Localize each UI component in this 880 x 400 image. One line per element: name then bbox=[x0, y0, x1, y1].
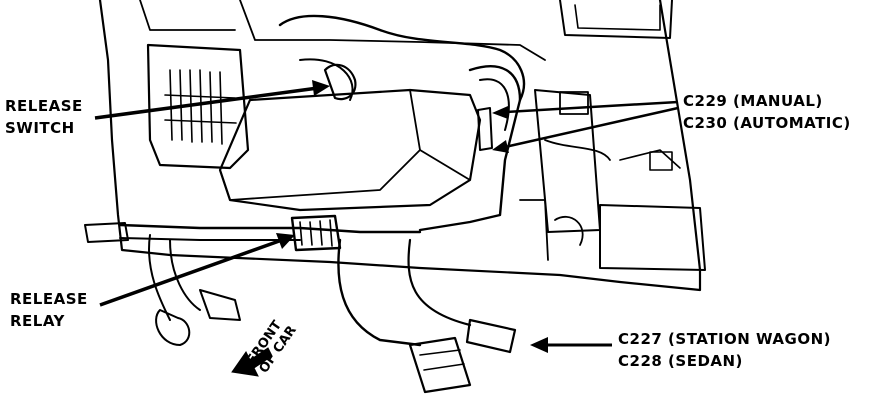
arrow-release-relay-line bbox=[99, 238, 283, 307]
label-release-switch-line1: RELEASE bbox=[5, 97, 83, 115]
arrow-release-relay-head bbox=[276, 233, 295, 249]
label-release-relay-line1: RELEASE bbox=[10, 290, 88, 308]
bottom-connector-right bbox=[465, 318, 517, 354]
label-connector-c229-c230: C229 (MANUAL) C230 (AUTOMATIC) bbox=[683, 90, 851, 134]
label-c228-sedan: C228 (SEDAN) bbox=[618, 352, 743, 370]
arrow-c229-line-1 bbox=[504, 100, 679, 114]
label-release-relay-line2: RELAY bbox=[10, 312, 65, 330]
label-c229-manual: C229 (MANUAL) bbox=[683, 92, 823, 110]
label-c227-station-wagon: C227 (STATION WAGON) bbox=[618, 330, 832, 348]
arrow-c227-head bbox=[530, 337, 548, 353]
arrow-release-switch-head bbox=[312, 80, 330, 96]
front-of-car-indicator: FRONT OF CAR bbox=[232, 318, 312, 390]
arrow-release-switch-line bbox=[94, 86, 319, 120]
bottom-connector-left bbox=[408, 336, 472, 394]
label-release-switch-line2: SWITCH bbox=[5, 119, 75, 137]
left-panel-outline bbox=[98, 0, 702, 292]
relay-connector bbox=[290, 214, 342, 252]
label-connector-c227-c228: C227 (STATION WAGON) C228 (SEDAN) bbox=[618, 328, 831, 372]
wire-harness-top bbox=[278, 14, 526, 102]
label-release-relay: RELEASE RELAY bbox=[10, 288, 88, 332]
front-arrow-icon bbox=[231, 347, 273, 377]
label-c230-automatic: C230 (AUTOMATIC) bbox=[683, 114, 851, 132]
label-release-switch: RELEASE SWITCH bbox=[5, 95, 83, 139]
release-switch-part bbox=[323, 63, 357, 101]
wire-harness-lower bbox=[118, 223, 422, 234]
central-module bbox=[218, 88, 482, 212]
arrow-c229-line-2 bbox=[504, 106, 679, 149]
fuse-block bbox=[146, 43, 250, 170]
right-box bbox=[599, 204, 706, 271]
